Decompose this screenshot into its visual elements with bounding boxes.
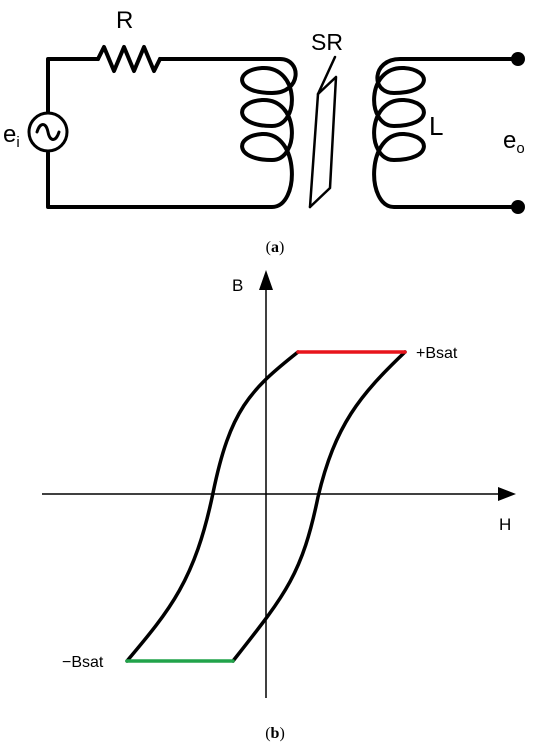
ac-sine-icon (35, 123, 61, 141)
output-terminal-top (511, 52, 525, 66)
input-voltage-label: ei (3, 121, 20, 151)
hysteresis-plot (42, 270, 516, 698)
output-voltage-label: eo (503, 127, 525, 157)
hysteresis-lower-branch (231, 350, 407, 663)
b-axis-arrowhead (259, 270, 273, 290)
h-axis-label: H (499, 515, 511, 534)
input-wire-bottom (46, 151, 194, 209)
secondary-coil (372, 57, 484, 209)
b-axis-label: B (232, 276, 243, 295)
resistor (96, 45, 162, 73)
ac-source-icon (27, 111, 69, 153)
primary-coil (190, 57, 298, 209)
input-wire-top (46, 57, 100, 114)
hysteresis-upper-branch (125, 350, 300, 663)
h-axis-arrowhead (498, 487, 516, 501)
output-terminal-bottom (511, 200, 525, 214)
caption-a: (a) (266, 239, 285, 256)
positive-saturation-label: +Bsat (416, 345, 458, 362)
negative-saturation-label: −Bsat (62, 654, 104, 671)
caption-b: (b) (265, 725, 285, 742)
saturable-core-inner (308, 75, 338, 209)
inductor-label: L (429, 111, 443, 141)
circuit-diagram (27, 45, 518, 209)
core-label: SR (311, 29, 343, 55)
resistor-label: R (116, 7, 133, 34)
